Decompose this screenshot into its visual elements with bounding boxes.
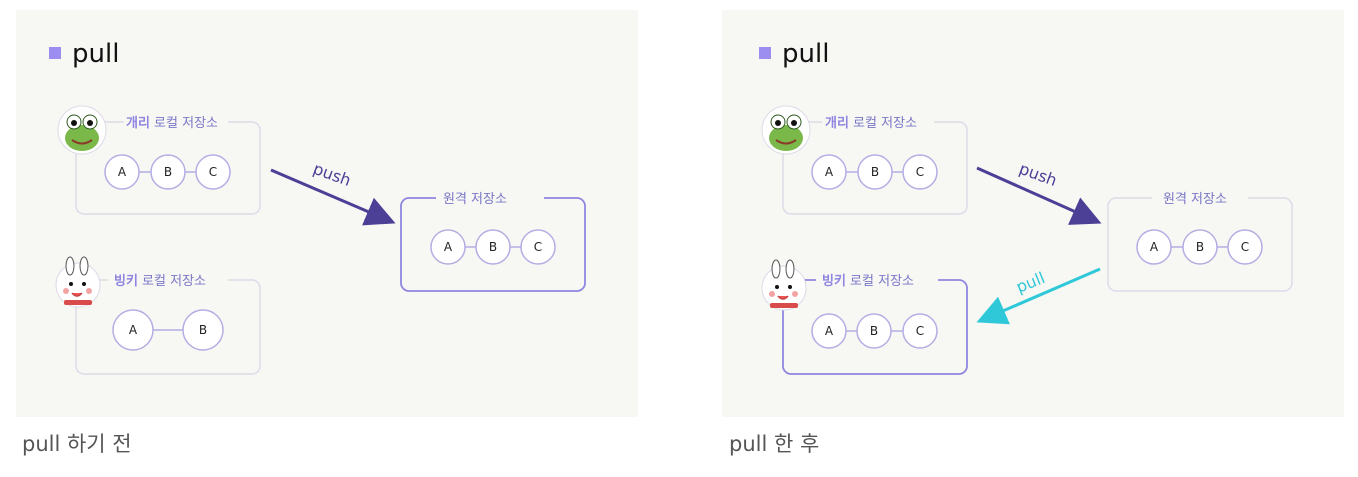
arrow-icon bbox=[976, 166, 1102, 225]
commit-node-a: A bbox=[811, 313, 847, 349]
panel-title: pull bbox=[72, 39, 119, 69]
before-panel: pull 개리 로컬 저장소 A B C push 원격 저장소 A B C 빙… bbox=[16, 10, 638, 417]
commit-node-a: A bbox=[112, 309, 154, 351]
frog-avatar-icon bbox=[57, 105, 107, 155]
commit-node-b: B bbox=[857, 154, 893, 190]
svg-text:A: A bbox=[129, 323, 138, 337]
svg-text:B: B bbox=[199, 323, 207, 337]
svg-text:B: B bbox=[489, 240, 497, 254]
bingki-repo-label: 빙키 로컬 저장소 bbox=[822, 274, 914, 289]
bingki-repo-box bbox=[75, 279, 261, 375]
garry-repo-label: 개리 로컬 저장소 bbox=[126, 115, 218, 131]
after-panel: pull 개리 로컬 저장소 A B C push 원격 저장소 A B C p… bbox=[722, 10, 1344, 417]
arrow-icon bbox=[270, 168, 396, 226]
commit-node-c: C bbox=[902, 313, 938, 349]
commit-node-b: B bbox=[1182, 229, 1218, 265]
push-label: push bbox=[1017, 159, 1060, 190]
garry-repo-label: 개리 로컬 저장소 bbox=[825, 115, 917, 131]
commit-node-b: B bbox=[856, 313, 892, 349]
commit-node-c: C bbox=[520, 229, 556, 265]
remote-repo-label: 원격 저장소 bbox=[443, 192, 507, 207]
svg-text:C: C bbox=[916, 324, 924, 338]
svg-text:C: C bbox=[209, 165, 217, 179]
svg-text:B: B bbox=[164, 165, 172, 179]
commit-node-c: C bbox=[1227, 229, 1263, 265]
svg-text:A: A bbox=[1150, 240, 1159, 254]
arrow-icon bbox=[976, 267, 1101, 325]
after-caption: pull 한 후 bbox=[729, 432, 820, 456]
before-caption: pull 하기 전 bbox=[22, 432, 132, 456]
svg-text:A: A bbox=[825, 165, 834, 179]
svg-text:A: A bbox=[444, 240, 453, 254]
commit-node-a: A bbox=[1136, 229, 1172, 265]
svg-text:C: C bbox=[916, 165, 924, 179]
commit-node-a: A bbox=[104, 154, 140, 190]
square-bullet-icon bbox=[759, 47, 771, 59]
panel-title: pull bbox=[782, 39, 829, 69]
svg-text:A: A bbox=[825, 324, 834, 338]
svg-text:C: C bbox=[534, 240, 542, 254]
commit-node-b: B bbox=[182, 309, 224, 351]
commit-node-a: A bbox=[430, 229, 466, 265]
commit-node-b: B bbox=[475, 229, 511, 265]
commit-node-c: C bbox=[902, 154, 938, 190]
commit-node-c: C bbox=[195, 154, 231, 190]
svg-text:B: B bbox=[871, 165, 879, 179]
remote-repo-label: 원격 저장소 bbox=[1163, 192, 1227, 207]
rabbit-avatar-icon bbox=[55, 256, 101, 308]
rabbit-avatar-icon bbox=[761, 259, 807, 311]
bingki-repo-label: 빙키 로컬 저장소 bbox=[114, 274, 206, 289]
svg-text:B: B bbox=[870, 324, 878, 338]
frog-avatar-icon bbox=[761, 105, 811, 155]
push-label: push bbox=[311, 159, 354, 190]
square-bullet-icon bbox=[49, 47, 61, 59]
commit-node-b: B bbox=[150, 154, 186, 190]
svg-text:B: B bbox=[1196, 240, 1204, 254]
svg-text:A: A bbox=[118, 165, 127, 179]
svg-text:C: C bbox=[1241, 240, 1249, 254]
commit-node-a: A bbox=[811, 154, 847, 190]
